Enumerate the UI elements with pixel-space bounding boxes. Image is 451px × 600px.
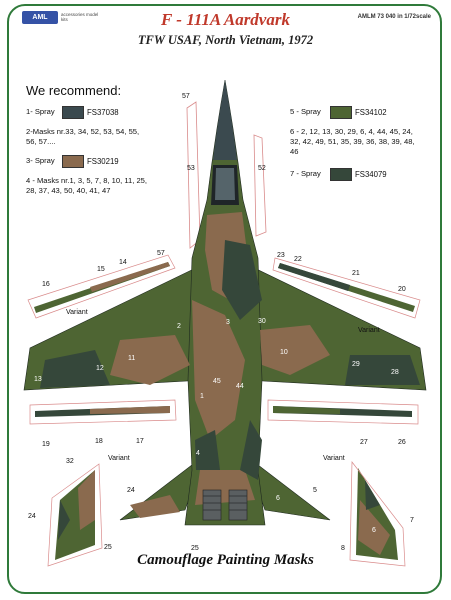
step-1-label: 1- Spray — [26, 107, 55, 116]
tail-fin-right — [349, 461, 406, 567]
step-3-label: 3- Spray — [26, 156, 55, 165]
mask-label-11: 11 — [128, 355, 135, 362]
mask-label-25-left: 25 — [104, 544, 112, 551]
swatch-fs30219 — [62, 155, 84, 168]
catalog-number: AMLM 73 040 in 1/72scale — [357, 14, 431, 20]
step-4-label: 4 - Masks nr.1, 3, 5, 7, 8, 10, 11, 25, … — [26, 176, 148, 195]
mask-label-44: 44 — [236, 383, 244, 390]
wing-strip-right-bottom — [267, 399, 419, 425]
mask-label-32: 32 — [66, 458, 74, 465]
mask-label-23: 23 — [277, 252, 285, 259]
mask-label-7: 7 — [410, 517, 414, 524]
mask-label-25-tail: 25 — [191, 545, 199, 552]
swatch-fs34102 — [330, 106, 352, 119]
mask-label-10: 10 — [280, 349, 288, 356]
mask-label-15: 15 — [97, 266, 105, 273]
step-5-label: 5 - Spray — [290, 107, 321, 116]
mask-label-22: 22 — [294, 256, 302, 263]
step-7-label: 7 - Spray — [290, 169, 321, 178]
brand-logo: AML accessories model kits — [22, 10, 100, 26]
mask-label-16: 16 — [42, 281, 50, 288]
logo-badge: AML — [22, 11, 58, 24]
mask-label-30: 30 — [258, 318, 266, 325]
step-1-code: FS37038 — [87, 108, 119, 117]
mask-label-19: 19 — [42, 441, 50, 448]
step-2-label: 2-Masks nr.33, 34, 52, 53, 54, 55, 56, 5… — [26, 127, 140, 146]
step-6-label: 6 - 2, 12, 13, 30, 29, 6, 4, 44, 45, 24,… — [290, 127, 415, 156]
mask-label-3: 3 — [226, 319, 230, 326]
wing-strip-left-top — [27, 254, 176, 319]
page-title: F - 111A Aardvark — [161, 10, 290, 29]
variant-label-tail-right: Variant — [323, 455, 345, 462]
swatch-fs34079 — [330, 168, 352, 181]
mask-label-5: 5 — [313, 487, 317, 494]
variant-label-right: Variant — [358, 327, 380, 334]
legend-heading: We recommend: — [26, 83, 122, 98]
tail-fin-left — [47, 463, 103, 567]
wing-strip-right-top — [272, 257, 421, 319]
mask-label-18: 18 — [95, 438, 103, 445]
mask-label-17: 17 — [136, 438, 144, 445]
step-7-code: FS34079 — [355, 170, 387, 179]
mask-outline-53 — [186, 101, 201, 249]
page-subtitle: TFW USAF, North Vietnam, 1972 — [137, 33, 314, 47]
step-5-code: FS34102 — [355, 108, 387, 117]
mask-label-4: 4 — [196, 450, 200, 457]
aircraft-planform — [23, 79, 427, 526]
variant-label-tail-left: Variant — [108, 455, 130, 462]
mask-label-57-top: 57 — [182, 93, 190, 100]
mask-label-13: 13 — [34, 376, 42, 383]
swatch-fs37038 — [62, 106, 84, 119]
mask-outline-52 — [253, 134, 267, 237]
mask-label-57-wing: 57 — [157, 250, 165, 257]
mask-label-24-left: 24 — [28, 513, 36, 520]
mask-label-24-tail: 24 — [127, 487, 135, 494]
mask-label-29: 29 — [352, 361, 360, 368]
mask-label-20: 20 — [398, 286, 406, 293]
mask-label-6: 6 — [276, 495, 280, 502]
mask-label-6-right: 6 — [372, 527, 376, 534]
mask-label-2: 2 — [177, 323, 181, 330]
step-3-code: FS30219 — [87, 157, 119, 166]
mask-label-26: 26 — [398, 439, 406, 446]
mask-label-21: 21 — [352, 270, 360, 277]
mask-label-28: 28 — [391, 369, 399, 376]
mask-label-14: 14 — [119, 259, 127, 266]
mask-label-27: 27 — [360, 439, 368, 446]
mask-label-8: 8 — [341, 545, 345, 552]
mask-label-53: 53 — [187, 165, 195, 172]
sheet-border — [7, 4, 442, 594]
mask-label-12: 12 — [96, 365, 104, 372]
wing-strip-left-bottom — [29, 399, 177, 425]
mask-label-45: 45 — [213, 378, 221, 385]
variant-label-left: Variant — [66, 309, 88, 316]
logo-subtext: accessories model kits — [61, 12, 99, 22]
mask-label-52: 52 — [258, 165, 266, 172]
footer-caption: Camouflage Painting Masks — [137, 552, 314, 568]
mask-label-1: 1 — [200, 393, 204, 400]
